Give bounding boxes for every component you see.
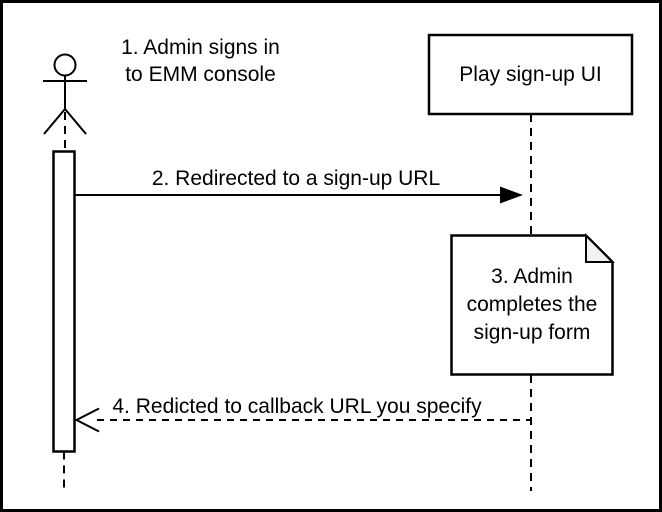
actor-figure-icon [43, 53, 87, 135]
message-4-label: 4. Redicted to callback URL you specify [112, 395, 482, 418]
note-shape [450, 234, 614, 376]
actor-head-icon [53, 53, 77, 77]
actor-leg-right-icon [64, 108, 87, 135]
note-label: 3. Admin completes the sign-up form [466, 265, 598, 344]
actor-leg-left-icon [43, 108, 66, 135]
message-2-label: 2. Redirected to a sign-up URL [151, 167, 441, 190]
message-2-arrowhead-icon [500, 186, 523, 204]
activation-bar [52, 150, 76, 453]
message-4-arrowhead-icon [74, 407, 100, 433]
message-1-label: 1. Admin signs in to EMM console [121, 36, 280, 86]
diagram-shapes-layer [43, 33, 634, 493]
note-fold-icon [585, 233, 615, 263]
participant-label: Play sign-up UI [459, 63, 602, 86]
participant-box [427, 33, 634, 116]
